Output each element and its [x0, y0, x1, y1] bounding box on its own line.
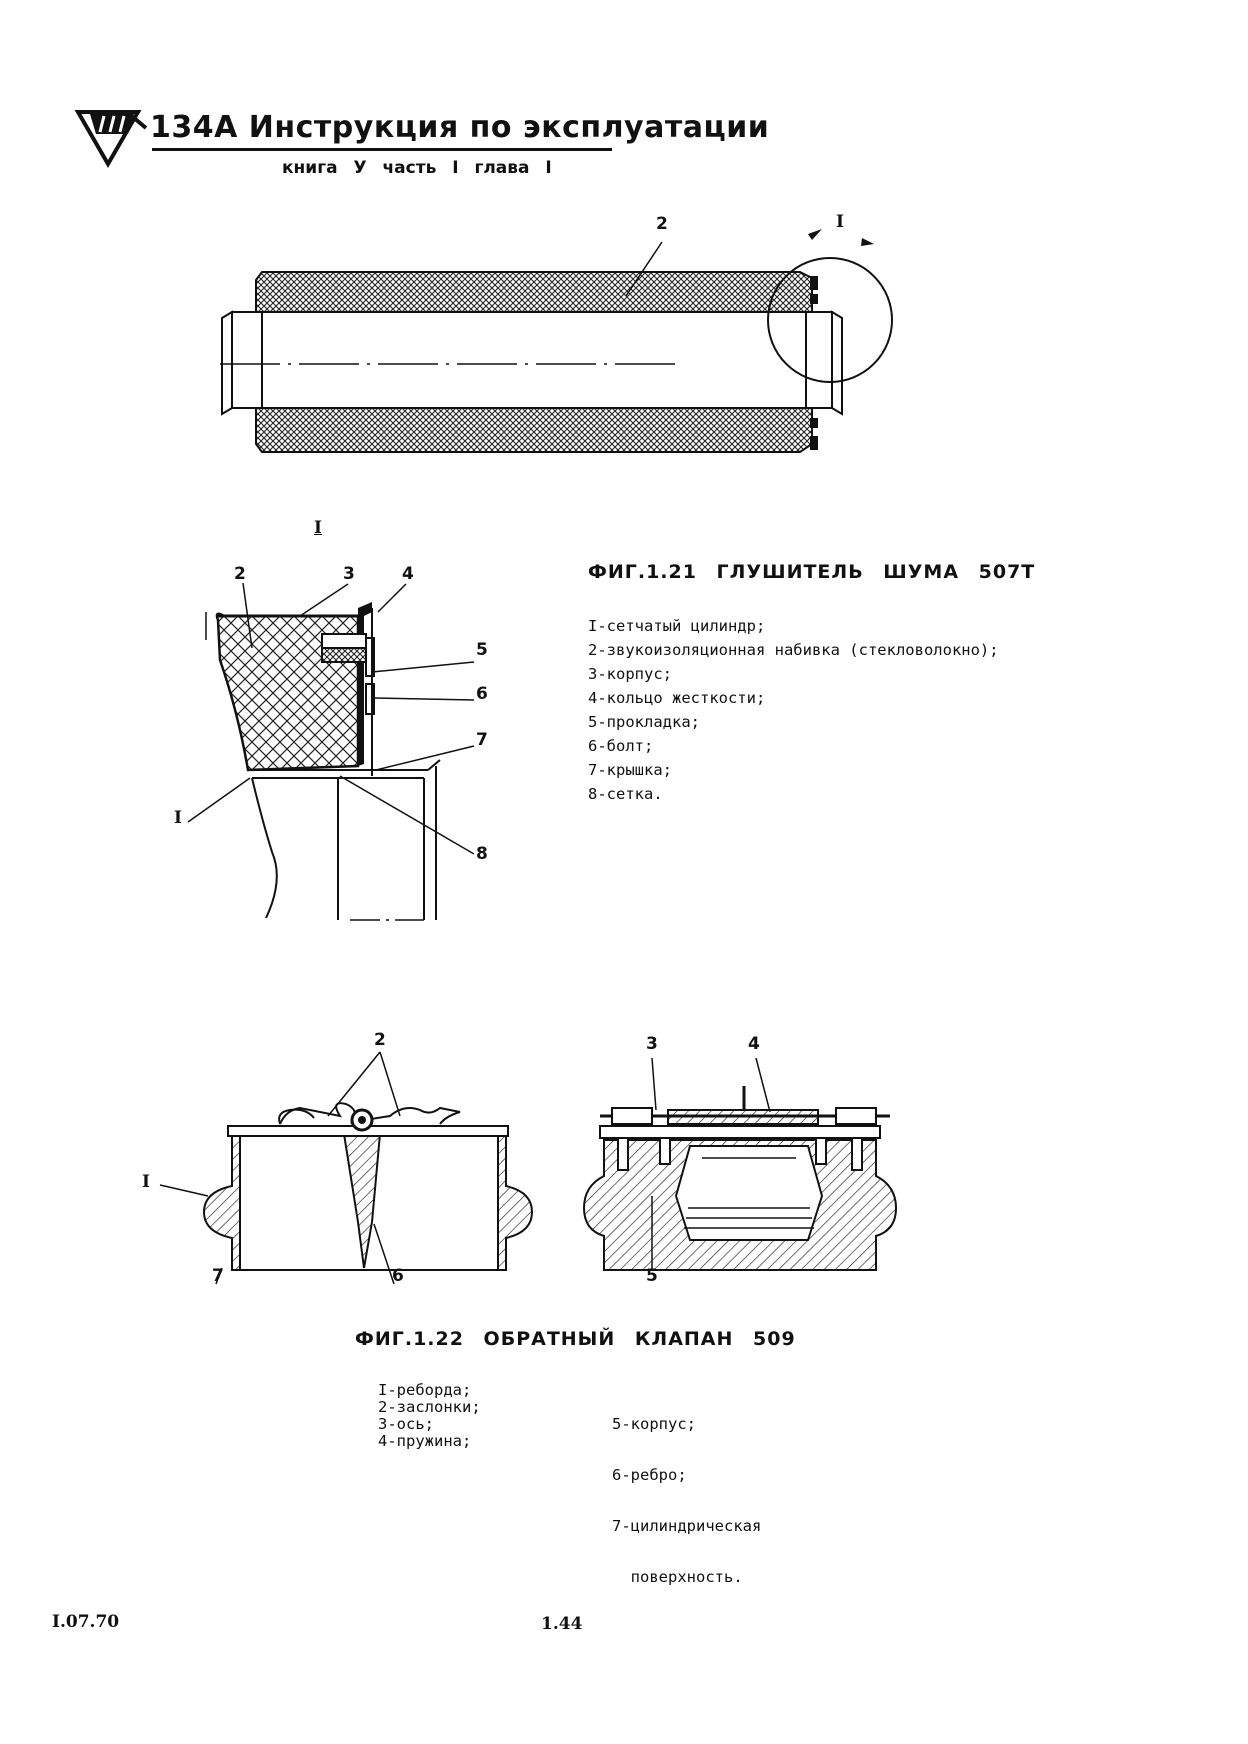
footer-date: I.07.70	[52, 1612, 120, 1632]
document-subtitle: книга У часть I глава I	[282, 158, 552, 178]
callout-7-valve: 7	[212, 1266, 224, 1286]
legend-item: 3-корпус;	[588, 665, 672, 683]
legend-item: 3-ось;	[378, 1415, 434, 1433]
callout-7: 7	[476, 730, 488, 750]
document-title: 134А Инструкция по эксплуатации	[150, 110, 770, 145]
legend-item: 7-цилиндрическая	[612, 1517, 762, 1535]
callout-4-valve: 4	[748, 1034, 760, 1054]
check-valve-drawings	[159, 1051, 898, 1285]
legend-item: I-сетчатый цилиндр;	[588, 617, 766, 635]
legend-item: 2-звукоизоляционная набивка (стекловолок…	[588, 641, 999, 659]
callout-6-valve: 6	[392, 1266, 404, 1286]
callout-6: 6	[476, 684, 488, 704]
figure-1-21-title: ФИГ.1.21 ГЛУШИТЕЛЬ ШУМА 507Т	[588, 561, 1036, 583]
detail-label: I	[314, 518, 322, 538]
callout-I: I	[174, 808, 182, 828]
callout-5: 5	[476, 640, 488, 660]
legend-item: 6-болт;	[588, 737, 654, 755]
callout-2: 2	[234, 564, 246, 584]
figure-1-22-title: ФИГ.1.22 ОБРАТНЫЙ КЛАПАН 509	[355, 1328, 796, 1350]
manufacturer-logo	[74, 110, 148, 169]
legend-item: 4-пружина;	[378, 1432, 472, 1450]
legend-item: I-реборда;	[378, 1381, 472, 1399]
legend-item: 7-крышка;	[588, 761, 672, 779]
callout-I-circle: I	[836, 212, 844, 232]
callout-3-valve: 3	[646, 1034, 658, 1054]
title-underline	[152, 148, 612, 151]
legend-item: 4-кольцо жесткости;	[588, 689, 766, 707]
callout-2-top: 2	[656, 214, 668, 234]
legend-item: 5-корпус;	[612, 1415, 696, 1433]
legend-item: 2-заслонки;	[378, 1398, 481, 1416]
legend-item: 6-ребро;	[612, 1466, 687, 1484]
callout-5-valve: 5	[646, 1266, 658, 1286]
muffler-side-view	[220, 229, 893, 453]
legend-item: 5-прокладка;	[588, 713, 700, 731]
callout-4: 4	[402, 564, 414, 584]
callout-2-valve: 2	[374, 1030, 386, 1050]
callout-I-valve: I	[142, 1172, 150, 1192]
page-number: 1.44	[541, 1614, 583, 1634]
figure-1-22-legend-right: 5-корпус; 6-ребро; 7-цилиндрическая пове…	[612, 1382, 761, 1603]
figure-1-21-legend: I-сетчатый цилиндр; 2-звукоизоляционная …	[588, 614, 999, 806]
legend-item: поверхность.	[612, 1568, 743, 1586]
callout-8: 8	[476, 844, 488, 864]
callout-3: 3	[343, 564, 355, 584]
muffler-detail-section	[187, 582, 475, 921]
figure-1-22-legend-left: I-реборда; 2-заслонки; 3-ось; 4-пружина;	[378, 1382, 481, 1450]
legend-item: 8-сетка.	[588, 785, 663, 803]
